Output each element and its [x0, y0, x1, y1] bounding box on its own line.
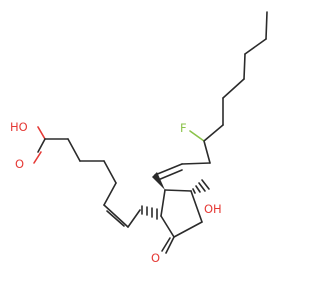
atom-fluorine: F — [180, 121, 187, 135]
bond-ring-3 — [190, 190, 203, 223]
bond-omega-5 — [222, 78, 245, 99]
bond-cis-double-inner — [106, 210, 125, 227]
bond-acid-c-o-double-a — [37, 138, 46, 153]
bond-trans-double-outer — [154, 163, 183, 176]
bond-omega-3 — [203, 124, 224, 142]
bond-ketone-a — [165, 236, 175, 254]
bond-omega-2 — [203, 140, 211, 164]
atom-acid-hydroxyl: HO — [10, 120, 28, 134]
atom-acid-carbonyl-oxygen: O — [15, 157, 24, 171]
bond-chain-5 — [103, 182, 117, 206]
hashed-bond-alpha-chain — [141, 205, 158, 220]
bond-c-f — [189, 130, 205, 142]
bond-cis-double-outer — [103, 204, 129, 228]
bond-acid-c-o-double-b — [33, 151, 42, 164]
bond-chain-2 — [67, 138, 81, 162]
bond-trans-double-inner — [157, 169, 183, 181]
structure-diagram: HO O OH O F — [10, 11, 268, 265]
bond-ring-4 — [173, 221, 203, 238]
bond-omega-1 — [181, 162, 211, 165]
bond-omega-6 — [243, 53, 246, 80]
bond-omega-8 — [265, 11, 268, 40]
atom-ring-hydroxyl: OH — [204, 202, 222, 216]
bond-omega-7 — [244, 38, 267, 55]
bond-acid-c-oh — [37, 126, 46, 140]
bond-ring-5 — [160, 215, 175, 238]
hashed-bond-ring-oh — [192, 179, 210, 194]
bond-ring-1 — [160, 189, 166, 217]
atom-ketone-oxygen: O — [151, 251, 160, 265]
bond-ring-2 — [164, 189, 192, 192]
wedge-bond-omega-chain — [152, 172, 165, 190]
bond-chain-6 — [127, 209, 141, 228]
bond-chain-4 — [103, 160, 117, 184]
molecule-canvas: HO O OH O F — [10, 11, 268, 265]
bond-ketone-b — [161, 237, 171, 252]
